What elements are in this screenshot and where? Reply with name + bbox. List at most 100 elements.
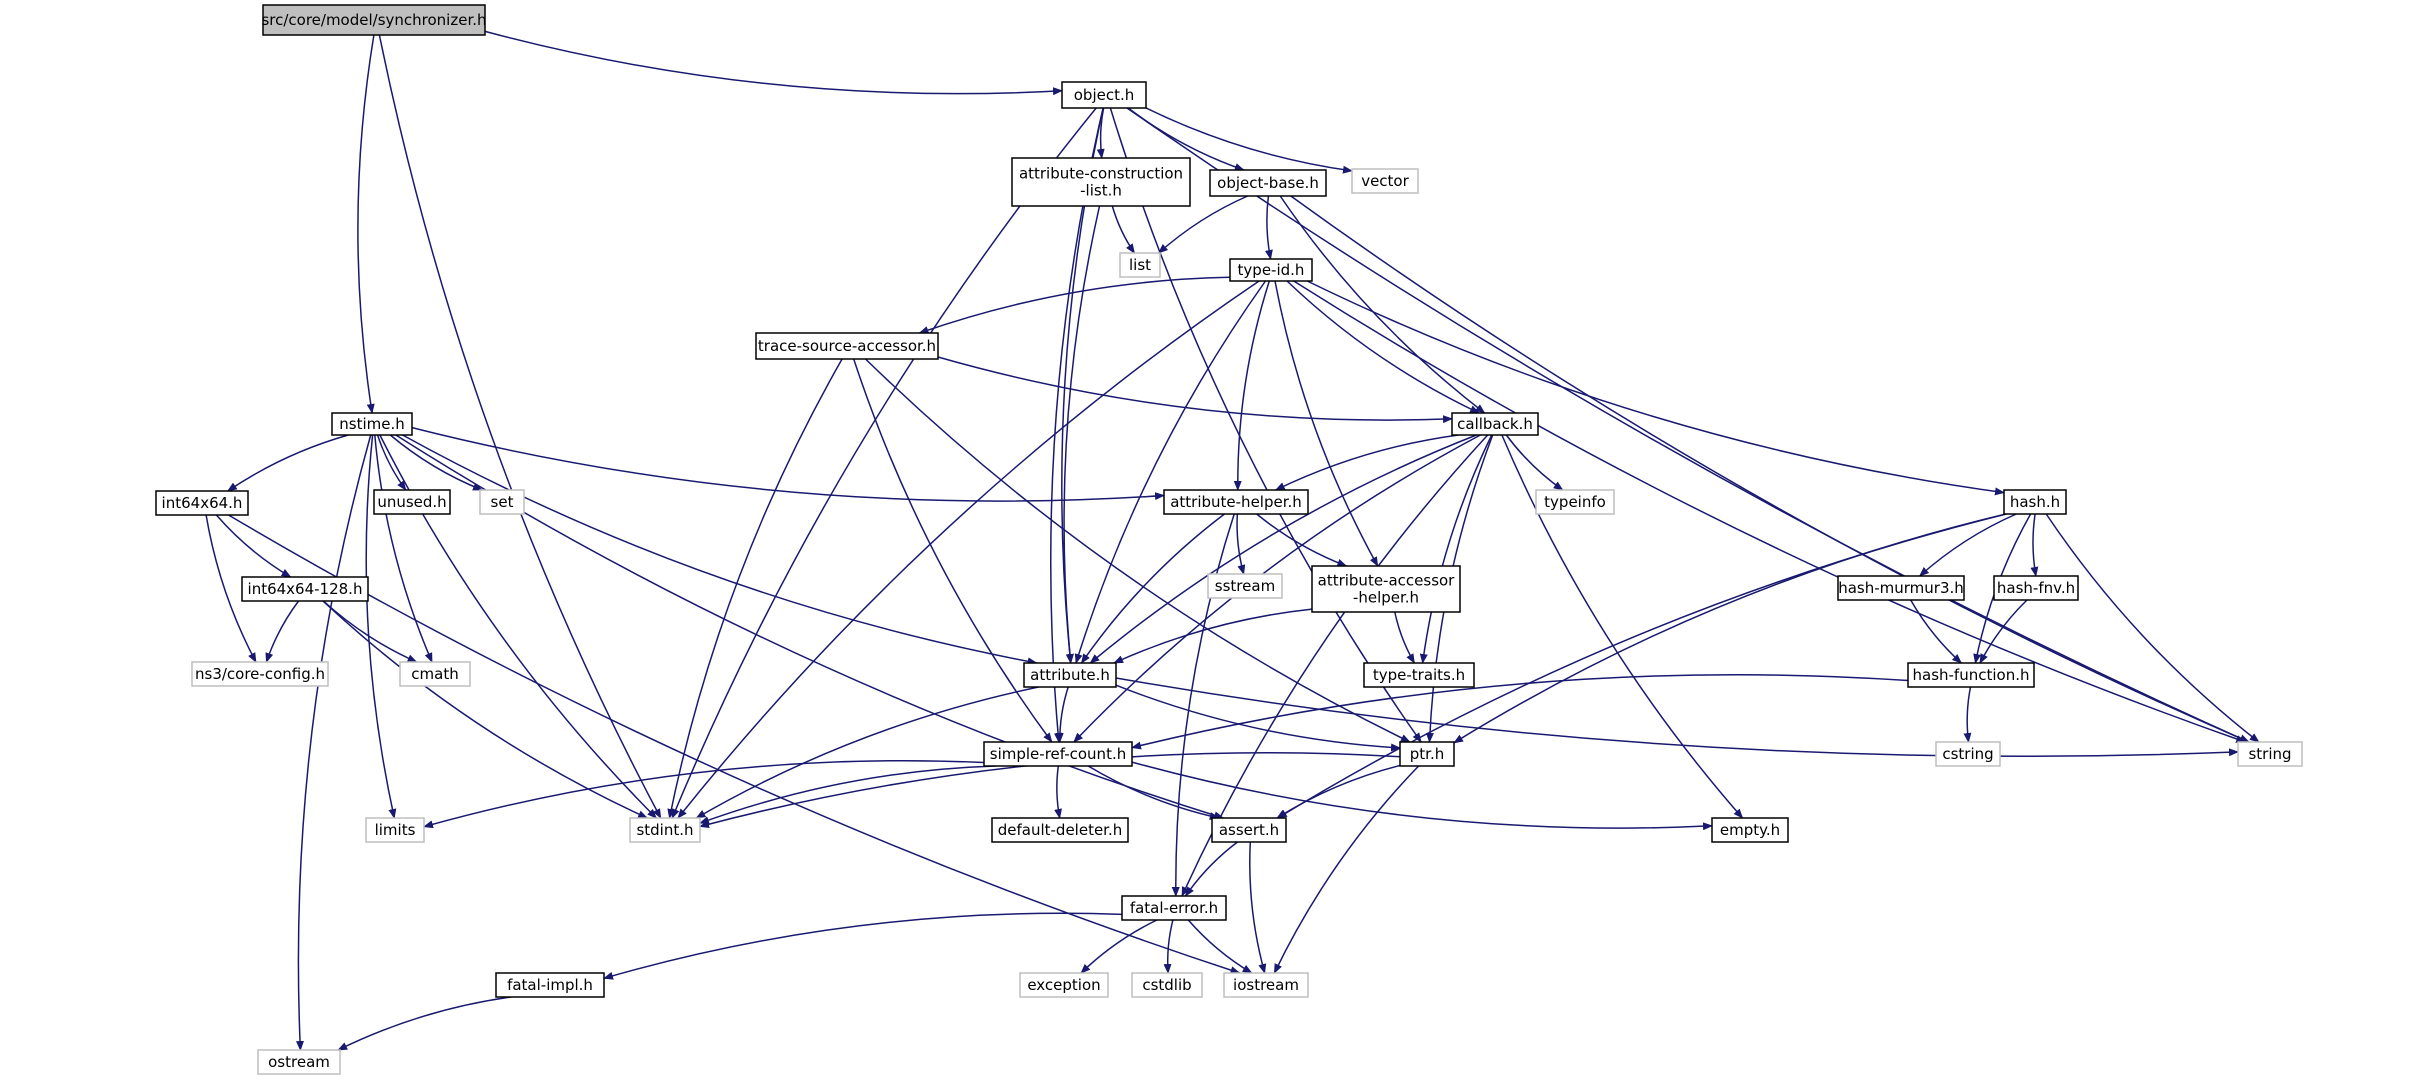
node-empty[interactable]: empty.h bbox=[1711, 817, 1789, 843]
node-attrconst[interactable]: attribute-construction-list.h bbox=[1011, 157, 1191, 207]
edge-hash-to-murmur bbox=[1918, 513, 2017, 577]
node-label-nstime: nstime.h bbox=[339, 415, 405, 433]
node-ptr[interactable]: ptr.h bbox=[1399, 741, 1455, 767]
edge-nstime-to-attrhelper bbox=[411, 426, 1165, 502]
node-objbase[interactable]: object-base.h bbox=[1209, 169, 1327, 197]
edge-callback-to-typeinfo bbox=[1505, 434, 1564, 491]
edge-nstime-to-unused bbox=[376, 434, 407, 491]
edge-nstime-to-attribute bbox=[402, 434, 1038, 666]
edge-simpleref-to-assert bbox=[1087, 765, 1220, 820]
node-box-empty bbox=[1711, 817, 1789, 843]
node-label-hash: hash.h bbox=[2010, 493, 2060, 511]
node-box-fatalerr bbox=[1121, 895, 1227, 921]
edge-murmur-to-hashfunc bbox=[1910, 599, 1963, 664]
node-label-attrhelper: attribute-helper.h bbox=[1170, 493, 1302, 511]
edge-callback-to-simpleref bbox=[1073, 434, 1481, 743]
node-label-attracc: attribute-accessor bbox=[1318, 572, 1456, 590]
node-synchronizer[interactable]: src/core/model/synchronizer.h bbox=[261, 4, 487, 36]
node-tracesrc[interactable]: trace-source-accessor.h bbox=[755, 332, 939, 360]
edge-tracesrc-to-ptr bbox=[864, 358, 1411, 743]
node-label-iostream: iostream bbox=[1233, 976, 1299, 994]
edge-attracc-to-typetraits bbox=[1394, 611, 1416, 664]
node-label-tracesrc: trace-source-accessor.h bbox=[758, 337, 936, 355]
nodes-layer: src/core/model/synchronizer.h object.h nst… bbox=[155, 4, 2303, 1075]
edge-synchronizer-to-object bbox=[484, 30, 1063, 96]
node-box-hash bbox=[2003, 489, 2067, 515]
edge-nstime-to-set bbox=[389, 434, 483, 491]
node-box-fatalimpl bbox=[495, 972, 605, 998]
node-label-exception: exception bbox=[1027, 976, 1100, 994]
node-box-unused bbox=[373, 489, 451, 515]
node-list: list bbox=[1119, 252, 1161, 278]
edge-objbase-to-typeid bbox=[1264, 195, 1273, 260]
node-exception: exception bbox=[1019, 972, 1109, 998]
node-stdint: stdint.h bbox=[629, 817, 701, 843]
edge-int64x64-to-iostream bbox=[228, 514, 1241, 974]
edge-attrconst-to-attribute bbox=[1063, 205, 1101, 664]
node-label-typeinfo: typeinfo bbox=[1544, 493, 1606, 511]
edge-int128-to-coreconfig bbox=[265, 600, 300, 663]
node-attrhelper[interactable]: attribute-helper.h bbox=[1163, 489, 1309, 515]
node-label-stdint: stdint.h bbox=[636, 821, 693, 839]
node-object[interactable]: object.h bbox=[1061, 81, 1147, 109]
node-hash[interactable]: hash.h bbox=[2003, 489, 2067, 515]
edge-attribute-to-string bbox=[1115, 677, 2239, 758]
node-fatalerr[interactable]: fatal-error.h bbox=[1121, 895, 1227, 921]
node-attribute[interactable]: attribute.h bbox=[1023, 662, 1117, 688]
node-box-stdint bbox=[629, 817, 701, 843]
node-box-murmur bbox=[1837, 575, 1965, 601]
edges-layer bbox=[205, 30, 2260, 1051]
node-attracc[interactable]: attribute-accessor-helper.h bbox=[1311, 565, 1461, 613]
node-box-typetraits bbox=[1363, 662, 1475, 688]
node-label-ptr: ptr.h bbox=[1410, 745, 1444, 763]
edge-ptr-to-iostream bbox=[1273, 765, 1420, 974]
node-hashfunc[interactable]: hash-function.h bbox=[1907, 662, 2035, 688]
node-box-hashfunc bbox=[1907, 662, 2035, 688]
node-box-sstream bbox=[1207, 573, 1283, 599]
edge-int128-to-stdint bbox=[322, 600, 649, 819]
node-int64x64[interactable]: int64x64.h bbox=[155, 490, 249, 516]
node-label-cstring: cstring bbox=[1942, 745, 1993, 763]
edge-nstime-to-limits bbox=[365, 434, 397, 819]
edge-nstime-to-ostream bbox=[296, 434, 372, 1051]
edge-hash-to-assert bbox=[1276, 513, 2007, 819]
edge-tracesrc-to-simpleref bbox=[852, 358, 1053, 743]
node-fatalimpl[interactable]: fatal-impl.h bbox=[495, 972, 605, 998]
node-box-cmath bbox=[399, 661, 471, 687]
node-int128[interactable]: int64x64-128.h bbox=[241, 576, 369, 602]
edge-typeid-to-stdint bbox=[677, 280, 1260, 819]
node-murmur[interactable]: hash-murmur3.h bbox=[1837, 575, 1965, 601]
node-fnv[interactable]: hash-fnv.h bbox=[1993, 575, 2079, 601]
node-box-callback bbox=[1451, 412, 1539, 436]
edge-int64x64-to-int128 bbox=[215, 514, 292, 578]
edge-fatalimpl-to-ostream bbox=[337, 996, 512, 1051]
node-cmath: cmath bbox=[399, 661, 471, 687]
node-simpleref[interactable]: simple-ref-count.h bbox=[983, 741, 1133, 767]
node-nstime[interactable]: nstime.h bbox=[331, 412, 413, 436]
node-defdel[interactable]: default-deleter.h bbox=[991, 817, 1129, 843]
edge-object-to-vector bbox=[1145, 107, 1353, 174]
node-label-simpleref: simple-ref-count.h bbox=[990, 745, 1126, 763]
edge-attrhelper-to-fatalerr bbox=[1171, 513, 1235, 897]
node-unused[interactable]: unused.h bbox=[373, 489, 451, 515]
edge-callback-to-typetraits bbox=[1419, 434, 1493, 664]
node-label-objbase: object-base.h bbox=[1217, 174, 1319, 192]
node-string: string bbox=[2237, 741, 2303, 767]
edge-hashfunc-to-cstring bbox=[1963, 686, 1972, 743]
node-box-attracc bbox=[1311, 565, 1461, 613]
node-box-attribute bbox=[1023, 662, 1117, 688]
node-box-objbase bbox=[1209, 169, 1327, 197]
node-box-string bbox=[2237, 741, 2303, 767]
node-typeid[interactable]: type-id.h bbox=[1229, 258, 1313, 282]
node-callback[interactable]: callback.h bbox=[1451, 412, 1539, 436]
node-label-fatalerr: fatal-error.h bbox=[1130, 899, 1218, 917]
edge-hash-to-fnv bbox=[2030, 513, 2039, 577]
node-label-cstdlib: cstdlib bbox=[1142, 976, 1191, 994]
node-label-vector: vector bbox=[1361, 172, 1409, 190]
edge-objbase-to-string bbox=[1290, 195, 2250, 743]
edge-callback-to-attrhelper bbox=[1274, 434, 1459, 491]
node-assert[interactable]: assert.h bbox=[1211, 817, 1287, 843]
node-label-set: set bbox=[491, 493, 514, 511]
node-label-cmath: cmath bbox=[411, 665, 458, 683]
node-typetraits[interactable]: type-traits.h bbox=[1363, 662, 1475, 688]
